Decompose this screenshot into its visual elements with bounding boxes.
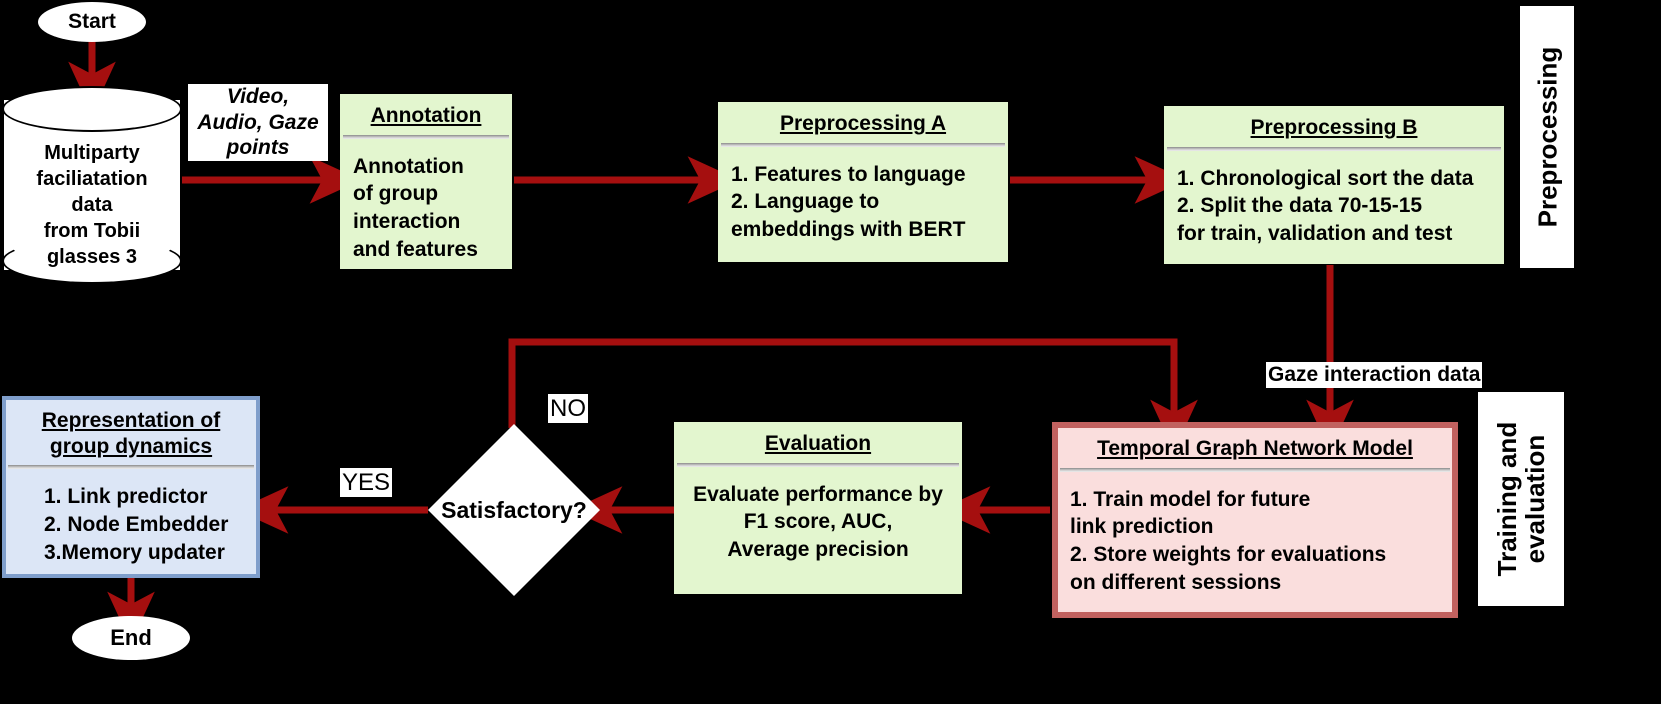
end-node: End	[72, 616, 190, 660]
annotation-separator	[343, 134, 509, 139]
phase-preprocessing-text: Preprocessing	[1531, 46, 1562, 228]
end-label: End	[110, 625, 152, 650]
tgn-model-body: 1. Train model for future link predictio…	[1070, 487, 1387, 594]
tgn-model-separator	[1060, 467, 1450, 472]
representation-body: 1. Link predictor 2. Node Embedder 3.Mem…	[44, 485, 229, 564]
tgn-model-title: Temporal Graph Network Model	[1097, 437, 1413, 460]
edge-label-gaze-interaction-data: Gaze interaction data	[1266, 362, 1483, 388]
annotation-body: Annotation of group interaction and feat…	[353, 154, 478, 261]
datastore-label: Multiparty faciliatation data from Tobii…	[36, 142, 148, 268]
edge-decision-to-tgn-no	[508, 338, 1198, 452]
decision-node: Satisfactory?	[428, 424, 600, 596]
preprocessing-b-separator	[1167, 146, 1501, 151]
evaluation-separator	[677, 462, 959, 467]
cylinder-bottom	[2, 238, 182, 284]
edge-label-yes: YES	[340, 468, 393, 498]
edge-label-video-audio-gaze: Video, Audio, Gaze points	[188, 84, 328, 161]
edge-label-no: NO	[548, 394, 588, 424]
representation-box: Representation of group dynamics 1. Link…	[2, 396, 260, 578]
phase-training-text: Training and evaluation	[1491, 421, 1551, 577]
phase-label-preprocessing: Preprocessing	[1520, 6, 1574, 268]
representation-title: Representation of group dynamics	[41, 409, 221, 458]
annotation-box: Annotation Annotation of group interacti…	[340, 94, 512, 269]
preprocessing-b-box: Preprocessing B 1. Chronological sort th…	[1164, 106, 1504, 264]
preprocessing-a-title: Preprocessing A	[779, 112, 947, 135]
datastore-node: Multiparty faciliatation data from Tobii…	[2, 86, 182, 284]
preprocessing-a-body: 1. Features to language 2. Language to e…	[731, 162, 966, 242]
cylinder-top	[2, 86, 182, 132]
evaluation-box: Evaluation Evaluate performance by F1 sc…	[674, 422, 962, 594]
preprocessing-b-title: Preprocessing B	[1250, 116, 1418, 139]
evaluation-body: Evaluate performance by F1 score, AUC, A…	[693, 482, 943, 562]
preprocessing-a-separator	[721, 142, 1005, 147]
tgn-model-box: Temporal Graph Network Model 1. Train mo…	[1052, 422, 1458, 618]
preprocessing-b-body: 1. Chronological sort the data 2. Split …	[1177, 166, 1474, 246]
start-label: Start	[68, 10, 116, 33]
phase-label-training-and-evaluation: Training and evaluation	[1478, 392, 1564, 606]
start-node: Start	[38, 2, 146, 42]
representation-separator	[8, 465, 254, 470]
decision-label: Satisfactory?	[441, 496, 587, 523]
annotation-title: Annotation	[370, 104, 482, 127]
preprocessing-a-box: Preprocessing A 1. Features to language …	[718, 102, 1008, 262]
evaluation-title: Evaluation	[764, 432, 872, 455]
